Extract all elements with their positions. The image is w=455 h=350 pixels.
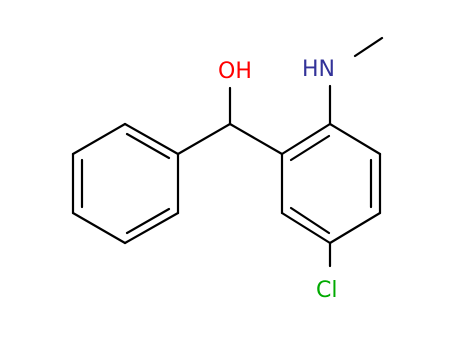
phenyl-to-carbinol-bond xyxy=(176,122,232,156)
ring-bond-5 xyxy=(280,211,332,245)
ring-double-bond-1 xyxy=(289,134,331,162)
phenyl-bond-3 xyxy=(123,211,180,245)
phenyl-double-bond-1 xyxy=(125,132,171,160)
ring-bond-4 xyxy=(328,211,382,245)
phenyl-bond-6 xyxy=(71,122,127,156)
nitrogen-methyl-bond xyxy=(353,36,384,58)
ring-bond-1 xyxy=(280,122,332,156)
ring-double-bond-3 xyxy=(289,206,331,235)
phenyl-double-bond-2 xyxy=(125,207,171,235)
amine-label: HN xyxy=(302,57,335,82)
hydroxyl-label: OH xyxy=(218,59,252,84)
phenyl-bond-4 xyxy=(71,211,127,245)
ring-bond-2 xyxy=(328,122,382,156)
phenyl-bond-1 xyxy=(123,122,180,156)
carbinol-to-ring-bond xyxy=(228,122,284,156)
bond-group xyxy=(71,36,384,268)
chlorine-label: Cl xyxy=(316,278,337,303)
